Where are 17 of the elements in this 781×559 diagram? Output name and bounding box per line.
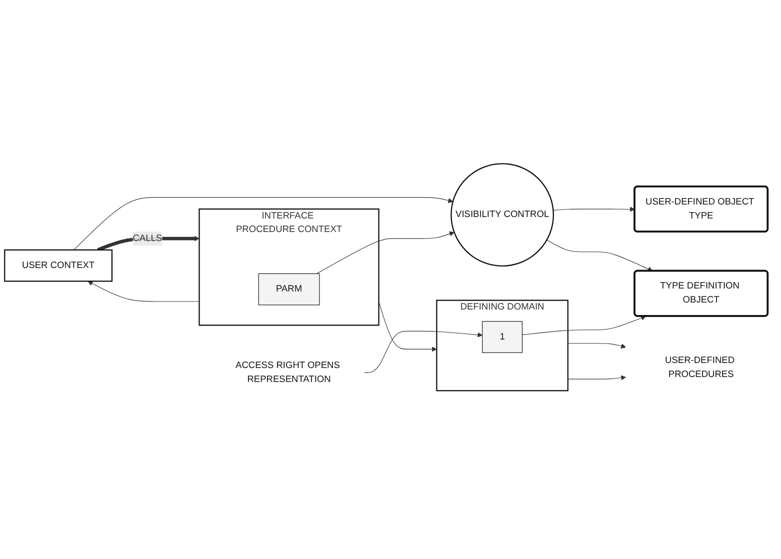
arrow (88, 280, 200, 302)
arrow (74, 197, 454, 250)
node-text: ACCESS RIGHT OPENS REPRESENTATION (236, 360, 340, 384)
arrow (568, 343, 626, 349)
edge-label: CALLS (132, 233, 162, 244)
arrow (364, 330, 483, 373)
arrow (546, 240, 653, 272)
node-text: USER-DEFINED PROCEDURES (665, 355, 735, 380)
arrow (568, 375, 626, 380)
arrow (522, 316, 646, 336)
arrow (316, 231, 454, 274)
node-circle: VISIBILITY CONTROL (450, 163, 554, 267)
node-box: USER CONTEXT (4, 249, 113, 282)
node-box: 1 (482, 321, 523, 353)
arrow (378, 301, 437, 352)
node-box: PARM (258, 273, 320, 306)
arrow (552, 206, 635, 212)
